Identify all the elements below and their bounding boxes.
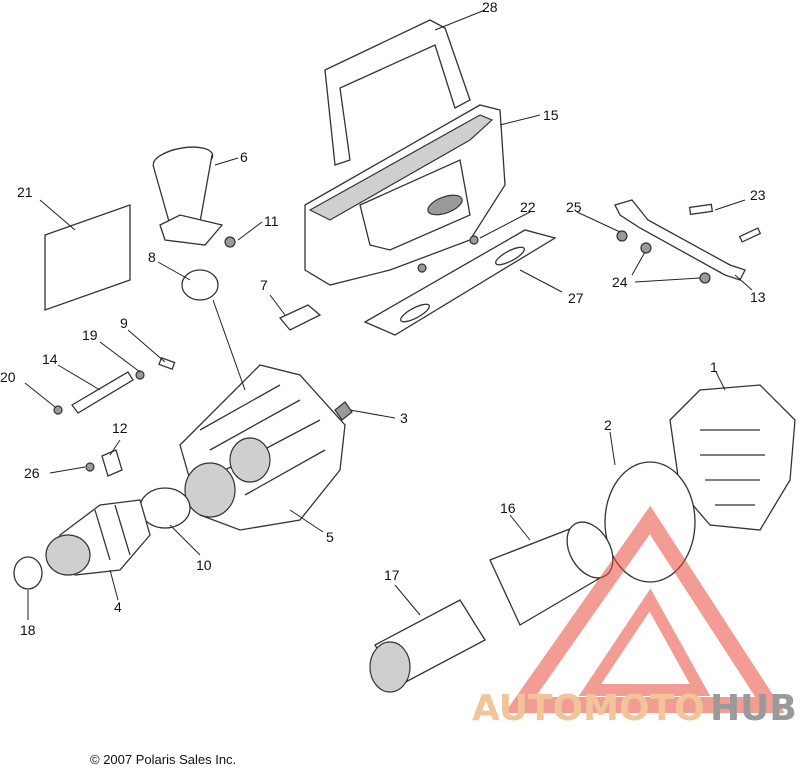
part-17-filter: [369, 599, 486, 693]
callout-15: 15: [543, 107, 559, 123]
callout-8: 8: [148, 249, 156, 265]
part-10-clamp: [139, 487, 191, 529]
part-1-outer-cover: [669, 384, 796, 531]
callout-2: 2: [604, 417, 612, 433]
callout-28: 28: [482, 0, 498, 15]
callout-11: 11: [264, 213, 279, 229]
watermark-part1: AUTOMOTO: [472, 688, 705, 729]
callout-12: 12: [112, 420, 128, 436]
callout-26: 26: [24, 465, 40, 481]
part-14-tube: [71, 371, 134, 414]
callout-24: 24: [612, 274, 628, 290]
callout-4: 4: [114, 599, 122, 615]
callout-1: 1: [710, 359, 718, 375]
callout-10: 10: [196, 557, 212, 573]
callout-22: 22: [520, 199, 536, 215]
part-5-airbox: [179, 364, 346, 531]
callout-13: 13: [750, 289, 766, 305]
callout-18: 18: [20, 622, 36, 638]
callout-3: 3: [400, 410, 408, 426]
watermark-part2: HUB: [710, 688, 797, 729]
watermark-logo: [504, 505, 785, 713]
part-16-filter: [489, 521, 614, 626]
callout-17: 17: [384, 567, 400, 583]
callout-20: 20: [0, 369, 16, 385]
callout-21: 21: [17, 184, 33, 200]
part-13-bracket: [614, 199, 746, 281]
callout-5: 5: [326, 529, 334, 545]
callout-numbers: 28 15 6 11 21 8 7 9 19 14 20 12 26 3 5 1…: [0, 0, 766, 638]
part-8-ring: [181, 269, 219, 301]
part-6-duct: [152, 146, 224, 246]
callout-16: 16: [500, 500, 516, 516]
callout-6: 6: [240, 149, 248, 165]
copyright-notice: © 2007 Polaris Sales Inc.: [90, 752, 236, 767]
callout-25: 25: [566, 199, 582, 215]
callout-7: 7: [260, 277, 268, 293]
part-15-cover: [304, 104, 506, 286]
part-12-sensor: [101, 449, 123, 477]
callout-19: 19: [82, 327, 98, 343]
callout-27: 27: [568, 290, 584, 306]
callout-14: 14: [42, 351, 58, 367]
hardware-parts: [53, 203, 762, 472]
part-28-handle: [324, 19, 471, 166]
part-27-plate: [363, 229, 557, 336]
callout-23: 23: [750, 187, 766, 203]
watermark-text: AUTOMOTO HUB: [472, 688, 797, 729]
leader-lines: [24, 9, 753, 620]
part-7-block: [278, 304, 322, 331]
part-18-clamp: [13, 556, 43, 590]
part-21-decal: [44, 204, 131, 311]
part-4-boot: [45, 499, 151, 576]
callout-9: 9: [120, 315, 128, 331]
